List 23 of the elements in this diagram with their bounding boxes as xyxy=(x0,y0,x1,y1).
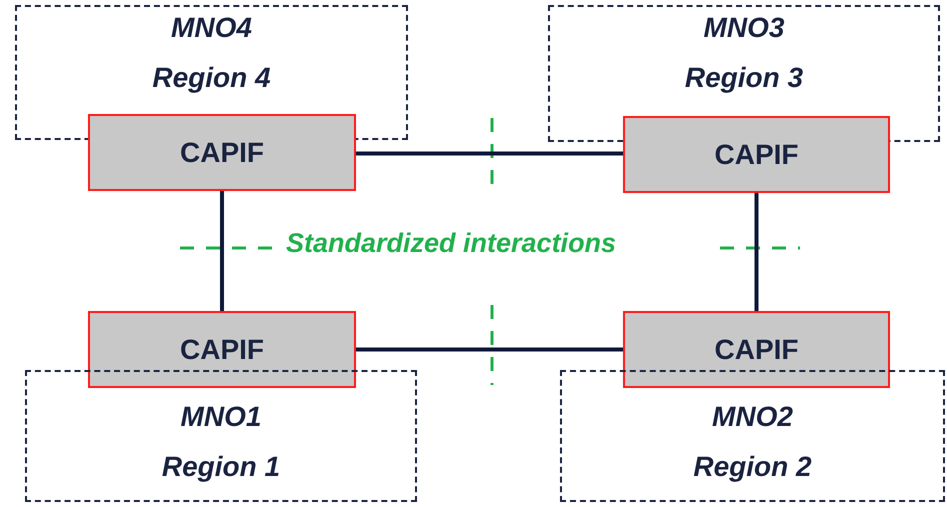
region-name: Region 4 xyxy=(151,61,272,95)
function-label: CAPIF xyxy=(714,138,798,170)
operator-name: MNO2 xyxy=(711,400,794,434)
operator-name: MNO4 xyxy=(170,11,253,45)
function-label: CAPIF xyxy=(714,334,798,366)
function-box xyxy=(88,114,356,191)
interaction-label: Standardized interactions xyxy=(286,228,616,259)
region-box xyxy=(25,370,417,502)
connector-line xyxy=(356,348,623,352)
connector-line xyxy=(356,152,623,156)
function-box xyxy=(88,311,356,388)
function-box xyxy=(623,311,890,388)
region-name: Region 3 xyxy=(684,61,804,95)
region-name: Region 1 xyxy=(160,450,282,484)
function-box xyxy=(623,116,890,193)
function-label: CAPIF xyxy=(180,334,264,366)
region-name: Region 2 xyxy=(692,450,813,484)
connector-line xyxy=(220,191,224,311)
operator-name: MNO1 xyxy=(180,400,262,434)
connector-line xyxy=(754,193,758,311)
operator-name: MNO3 xyxy=(702,11,786,45)
region-box xyxy=(560,370,945,502)
function-label: CAPIF xyxy=(180,136,264,168)
